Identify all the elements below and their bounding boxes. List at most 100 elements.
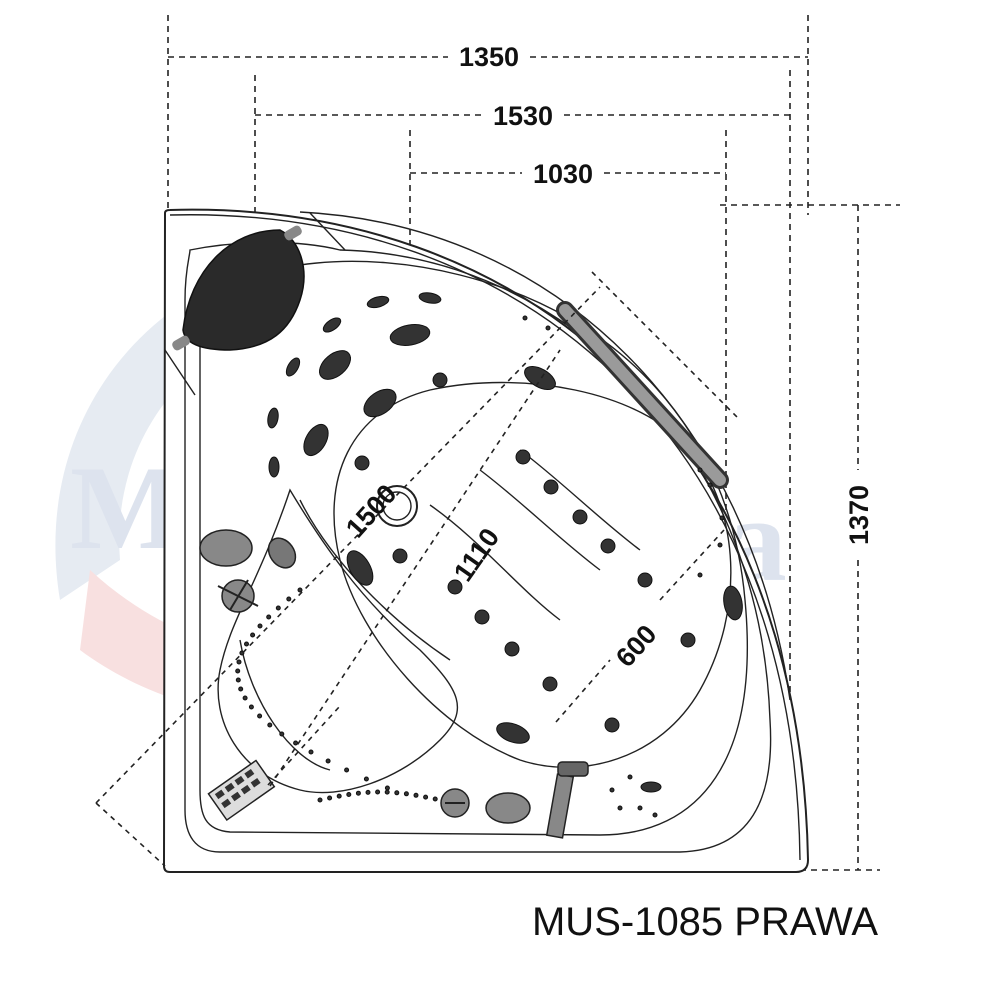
air-jet-dot [394, 790, 400, 796]
headrest-pin-left [172, 335, 190, 351]
air-jet-dot [244, 641, 249, 647]
basin-curve-2 [479, 469, 601, 571]
small-jet [285, 357, 301, 377]
air-jet-dot [257, 713, 263, 719]
back-jet [319, 350, 351, 380]
air-jet-dot [235, 668, 241, 674]
dimension-1530: 1530 [493, 101, 553, 131]
dimension-lines [168, 56, 859, 870]
control-panel [207, 759, 276, 822]
air-jet-dot [236, 659, 242, 665]
air-jet-dot [235, 677, 241, 683]
tub-basin-outline [184, 241, 772, 853]
air-jet-dot [336, 793, 342, 799]
air-jet-dot [697, 572, 703, 578]
air-jet-dot [413, 792, 419, 798]
round-jet [572, 509, 588, 525]
back-jet [496, 722, 530, 744]
diagonal-dimensions [95, 271, 741, 867]
air-jet-dot [355, 790, 361, 796]
small-jet [268, 456, 280, 478]
air-jet-dot [266, 614, 272, 620]
faucet-spout [557, 761, 589, 777]
headrest-pillow [182, 229, 305, 351]
extension-lines [167, 15, 900, 871]
air-jet-dot [432, 796, 438, 802]
small-jet [267, 407, 279, 429]
round-jet [447, 579, 463, 595]
air-jet-dot [363, 776, 369, 782]
back-jet [303, 423, 329, 457]
basin-curve-3 [519, 449, 641, 551]
round-jet [504, 641, 520, 657]
round-jet [637, 572, 653, 588]
bottom-stone [485, 792, 531, 824]
lower-seat-inner [239, 639, 331, 771]
air-jet-dot [317, 797, 323, 803]
tub-seat-outline [199, 260, 748, 836]
round-jet [680, 632, 696, 648]
round-jet [392, 548, 408, 564]
grab-handle [559, 304, 726, 486]
back-jet [363, 388, 397, 418]
air-jet-dot [346, 792, 352, 797]
air-jet-dot [293, 740, 299, 746]
air-jet-dot [719, 515, 725, 521]
air-jet-dot [707, 482, 713, 488]
air-jet-dot [375, 789, 381, 795]
air-jet-dot [297, 587, 303, 593]
air-jet-dot [609, 787, 615, 793]
air-jet-dot [545, 325, 551, 331]
headrest-pin-right [284, 225, 302, 241]
small-jet [366, 295, 390, 309]
back-jet [346, 550, 374, 586]
air-jet-dot [257, 623, 263, 629]
stone-knob [199, 529, 253, 567]
model-label: MUS-1085 PRAWA [532, 900, 878, 944]
air-jet-dot [717, 542, 723, 548]
ledge-line-1 [164, 349, 196, 396]
round-jet [604, 717, 620, 733]
air-jet-dot [423, 794, 429, 800]
side-knob [267, 537, 297, 569]
air-jet-dot [384, 785, 390, 791]
air-jet-dot [365, 789, 371, 795]
round-jet [474, 609, 490, 625]
round-jet [432, 372, 448, 388]
air-jet-dot [637, 805, 643, 811]
air-jet-dot [325, 758, 331, 764]
air-jet-dot [403, 791, 409, 797]
air-jet-dot [248, 704, 254, 710]
accessories [172, 225, 729, 839]
dimension-1030: 1030 [533, 159, 593, 189]
air-jet-dot [267, 722, 273, 728]
drain-inner [382, 491, 412, 521]
back-jet [389, 324, 431, 346]
air-jet-dot [250, 632, 256, 638]
air-jet-dot [327, 795, 333, 801]
round-jet [600, 538, 616, 554]
air-jet-dot [652, 812, 658, 818]
round-jet [354, 455, 370, 471]
air-jet-dot [275, 605, 281, 611]
air-jet-dot [279, 731, 285, 737]
small-jet [640, 781, 662, 793]
small-jet [418, 292, 442, 304]
ledge-line-2 [309, 212, 346, 251]
air-jet-dot [286, 596, 292, 602]
air-jet-dot [697, 467, 703, 473]
lower-seat-line-2 [299, 499, 451, 661]
tub-rim-line-2 [299, 211, 791, 701]
round-jet [515, 449, 531, 465]
round-jet [543, 479, 559, 495]
air-jet-dot [617, 805, 623, 811]
hydro-jets [235, 292, 743, 818]
round-jet [542, 676, 558, 692]
tub-lower-seat [217, 488, 459, 794]
dimension-1350: 1350 [459, 42, 519, 72]
air-jet-dot [627, 774, 633, 780]
dimension-1370: 1370 [844, 485, 874, 545]
small-jet [322, 317, 342, 333]
